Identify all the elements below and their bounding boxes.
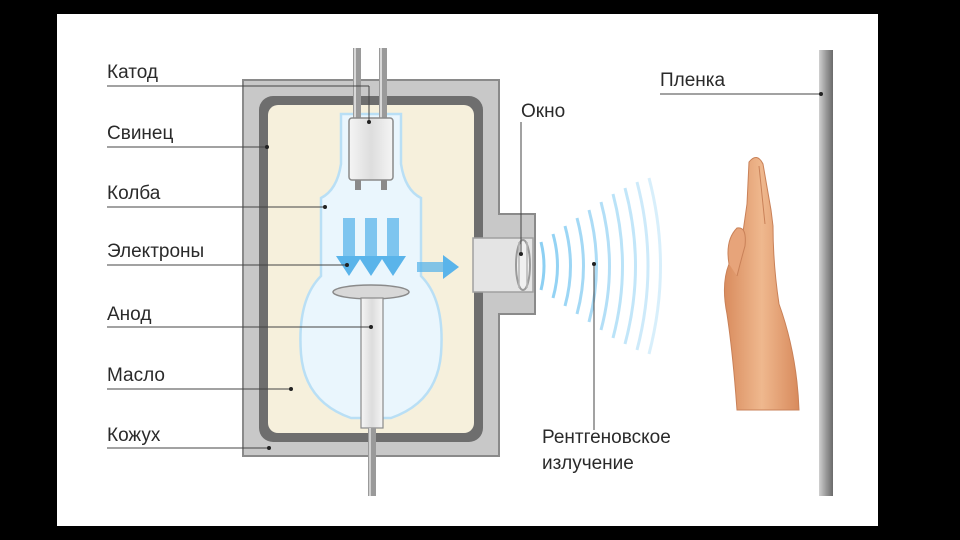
xray-waves <box>539 177 662 355</box>
label-electrons: Электроны <box>107 241 205 262</box>
film-plate <box>819 50 833 496</box>
xray-arrow <box>417 255 459 279</box>
label-xray-line2: излучение <box>542 453 634 474</box>
label-oil: Масло <box>107 365 165 386</box>
label-lead: Свинец <box>107 123 174 144</box>
label-casing: Кожух <box>107 425 161 446</box>
cathode-lead-right <box>379 48 387 138</box>
label-cathode: Катод <box>107 62 158 83</box>
anode-lead <box>368 428 376 496</box>
window-ring <box>515 239 531 291</box>
cathode-lead-left <box>353 48 361 138</box>
anode-disk <box>332 284 410 300</box>
diagram-canvas: Катод Свинец Колба Электроны Анод Масло … <box>57 14 878 526</box>
label-window: Окно <box>521 101 566 122</box>
electron-beam <box>336 218 406 276</box>
xray-tube-diagram <box>107 48 833 496</box>
leader-lines <box>107 85 821 449</box>
label-film: Пленка <box>660 70 726 91</box>
label-anode: Анод <box>107 304 152 325</box>
label-xray-line1: Рентгеновское <box>542 427 671 448</box>
anode-rod <box>360 297 384 429</box>
label-bulb: Колба <box>107 183 161 204</box>
leader-dots <box>265 92 823 450</box>
cathode-body <box>348 117 394 181</box>
